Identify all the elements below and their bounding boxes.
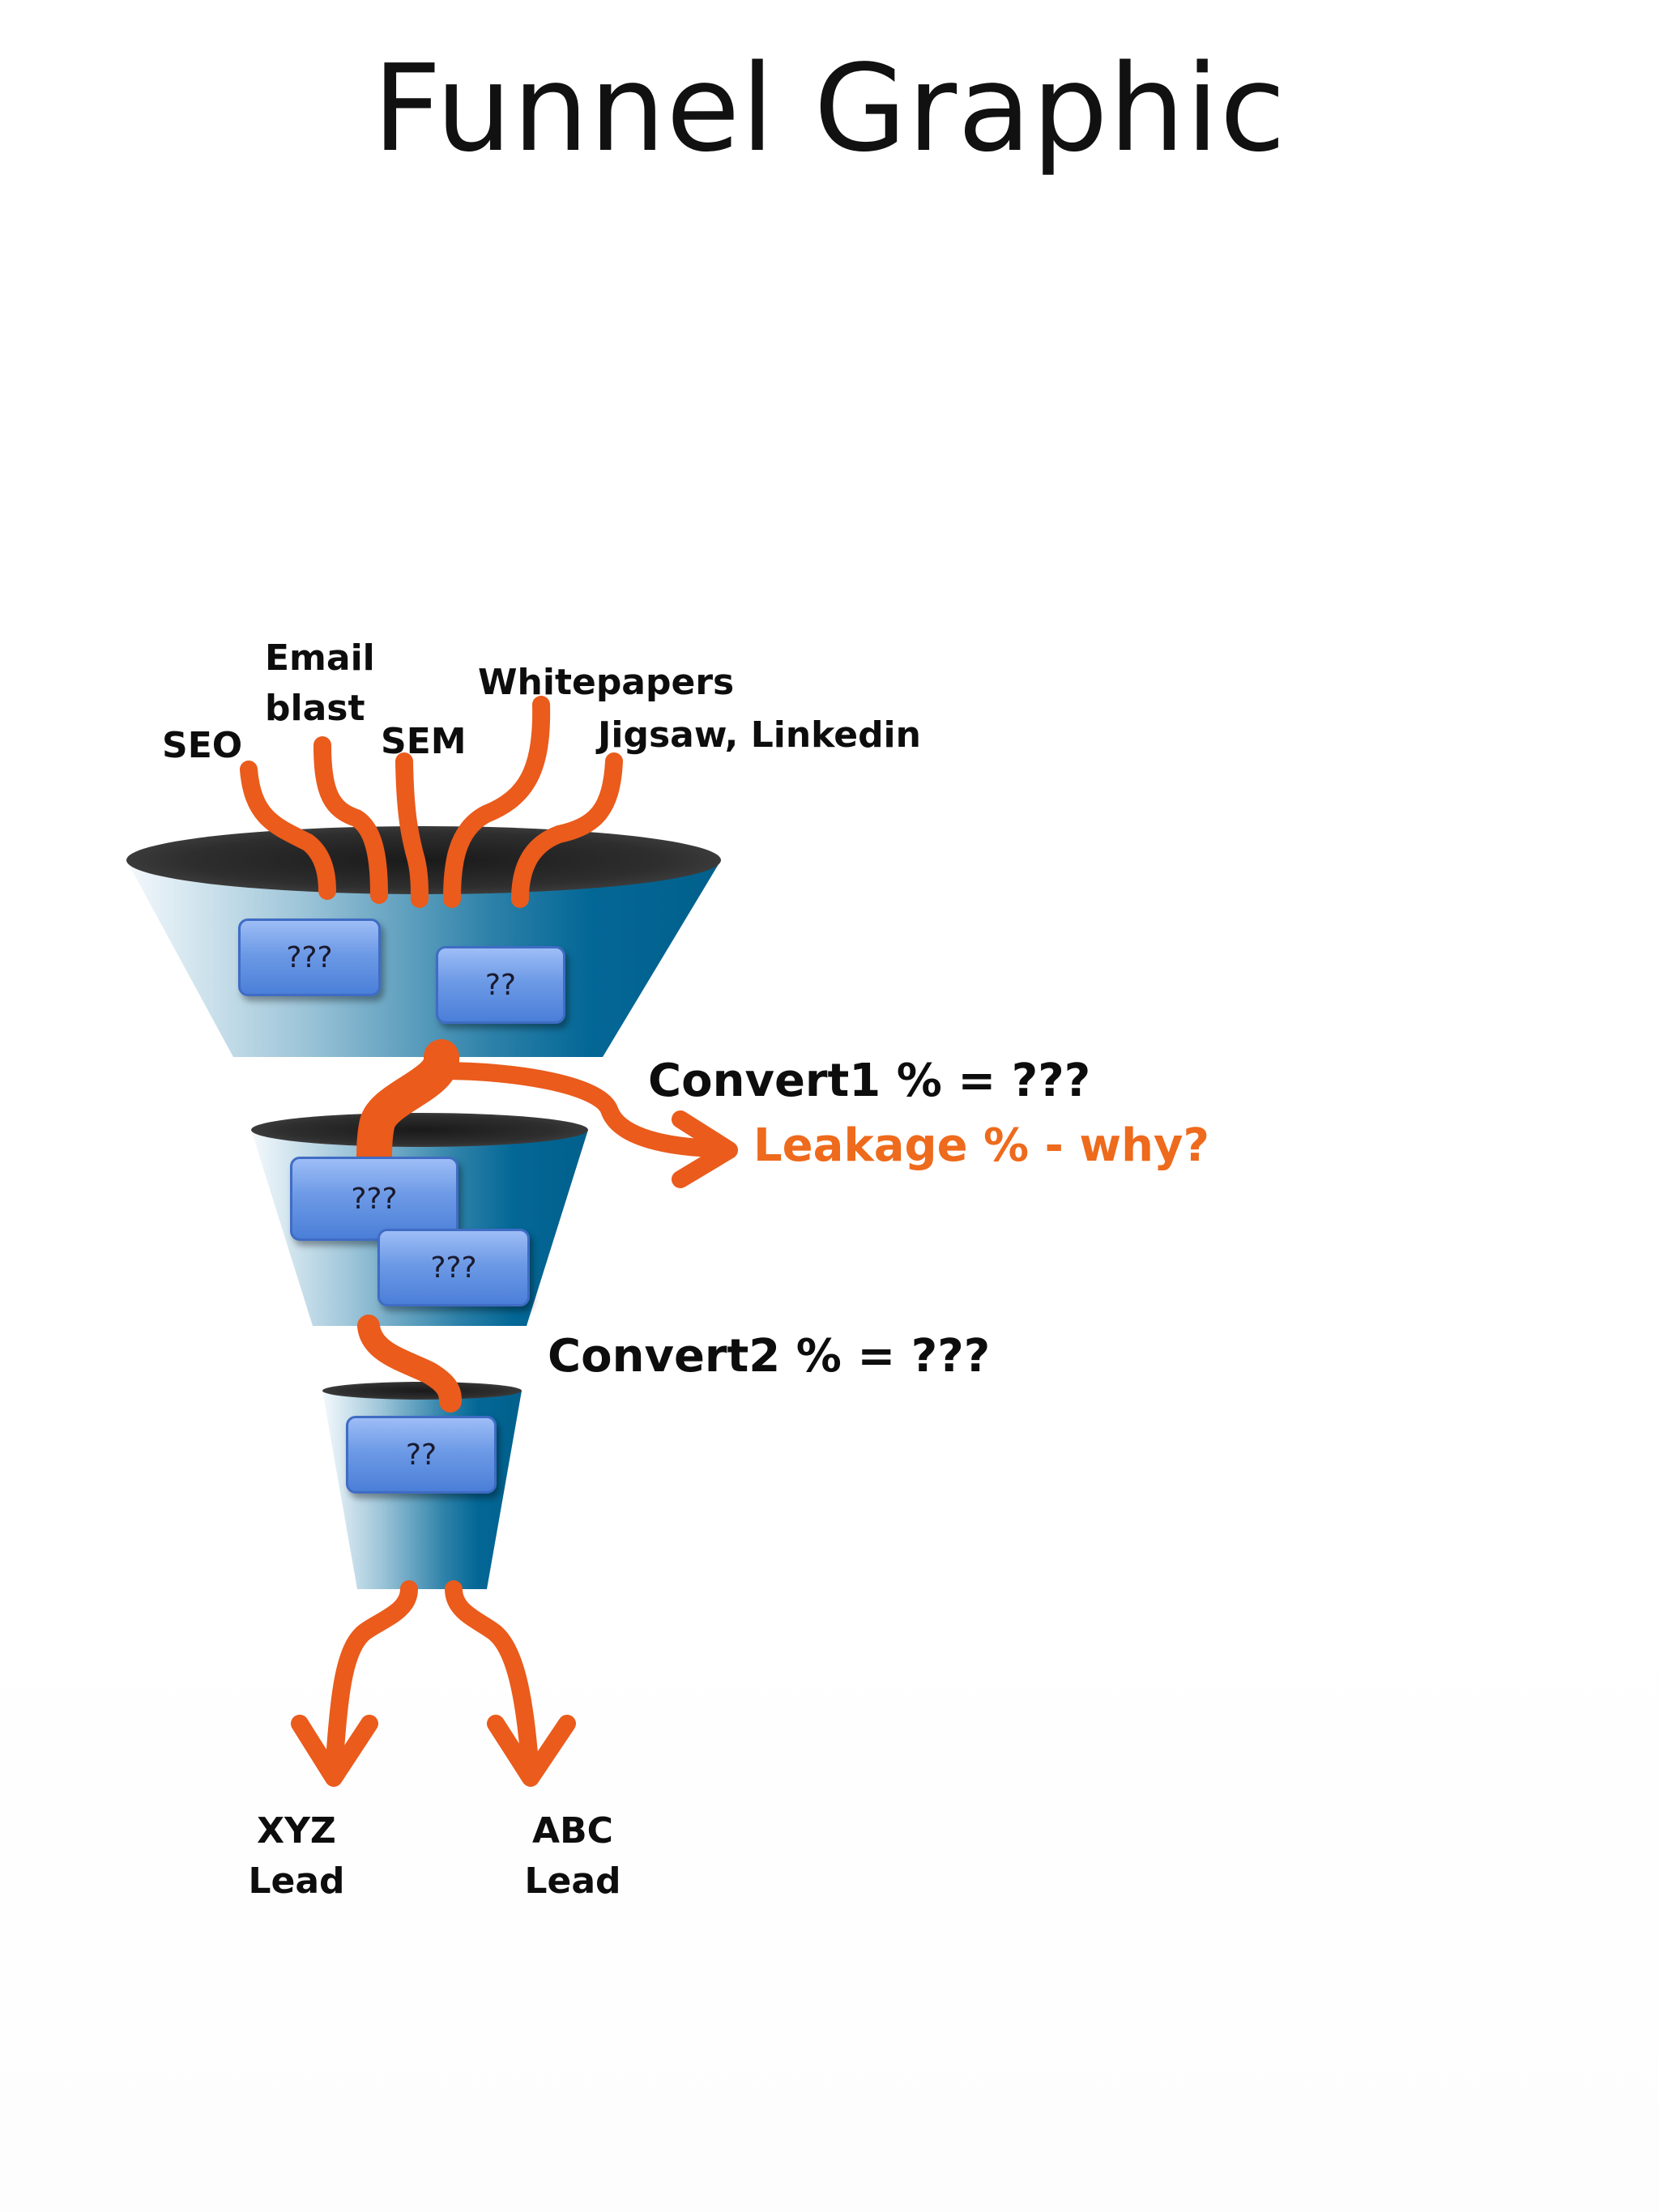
arrowhead-xyz [291,1715,378,1787]
stage-top-box-2: ?? [436,946,565,1024]
leakage-label: Leakage % - why? [753,1119,1209,1172]
flow-whitepapers [443,696,551,908]
convert1-label: Convert1 % = ??? [648,1055,1091,1107]
flow-abc [445,1580,539,1783]
source-label-whitepapers: Whitepapers [478,662,735,703]
stage-middle-box-2: ??? [377,1229,530,1306]
flow-seo [240,761,336,900]
source-flows [240,696,623,908]
source-label-seo: SEO [162,725,243,766]
page-title: Funnel Graphic [372,39,1287,178]
stage-top-box-1: ??? [238,918,381,996]
stage-middle-box-1: ??? [290,1157,458,1241]
leakage-flow [433,1062,722,1157]
source-label-email: Email blast [265,637,375,729]
stage-bottom-box-1: ?? [346,1416,497,1494]
flow-xyz [325,1580,418,1783]
lead-label-xyz: XYZ Lead [248,1810,345,1902]
convert-flows [356,1039,738,1413]
flow-email [313,736,388,904]
flow-middle-to-bottom [357,1315,462,1413]
flow-top-to-middle [356,1039,459,1180]
lead-flows [291,1580,576,1787]
flow-sem [395,752,429,908]
source-label-jigsaw: Jigsaw, Linkedin [598,714,921,756]
flow-jigsaw [511,752,623,908]
leakage-arrowhead [672,1110,738,1188]
arrowhead-abc [487,1715,576,1787]
source-label-sem: SEM [381,721,467,762]
convert2-label: Convert2 % = ??? [548,1330,991,1383]
lead-label-abc: ABC Lead [524,1810,621,1902]
